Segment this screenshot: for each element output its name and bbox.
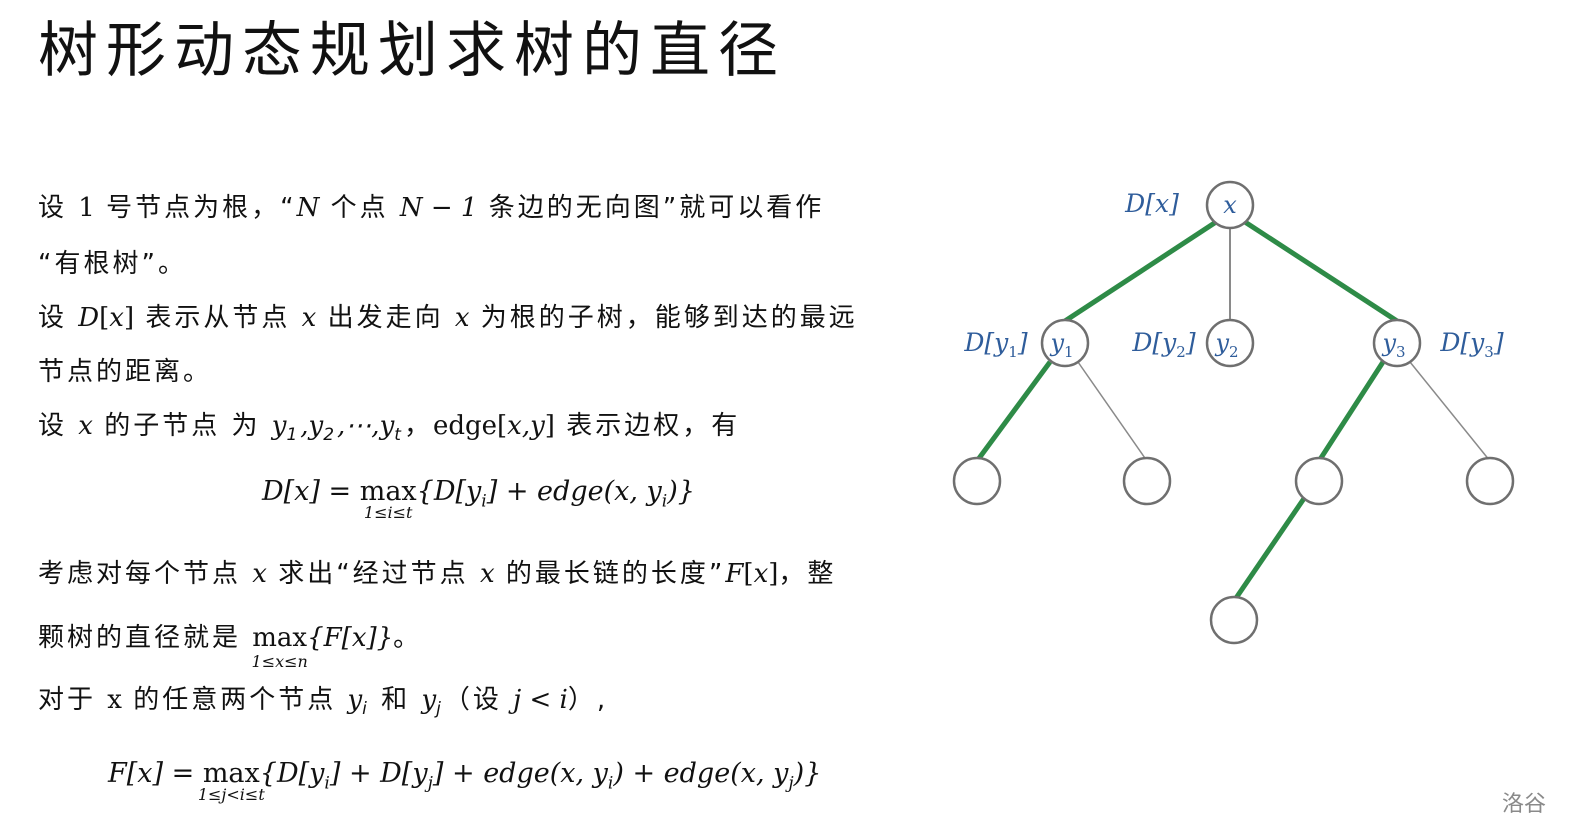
node-leaf-5 — [1209, 595, 1259, 645]
paragraph-children: 设 x 的子节点 为 y1,y2,⋯,yt，edge[x,y] 表示边权，有 — [38, 411, 741, 446]
node-y3-text: y3 — [1381, 329, 1405, 361]
edge-x-y1 — [1063, 219, 1218, 324]
node-leaf-2 — [1122, 456, 1172, 506]
paragraph-root-definition-cont: “有根树”。 — [38, 249, 187, 279]
node-leaf-3 — [1294, 456, 1344, 506]
edge-y1-leaf1 — [974, 360, 1053, 463]
tree-edges — [974, 219, 1491, 603]
node-x — [1205, 180, 1255, 230]
page-title: 树形动态规划求树的直径 — [38, 16, 786, 86]
tree-nodes — [952, 180, 1515, 645]
edge-y1-leaf2 — [1077, 361, 1148, 462]
label-dy2: D[y2] — [1131, 328, 1195, 361]
edge-y3-leaf3 — [1316, 360, 1386, 463]
edge-leaf3-leaf5 — [1231, 495, 1308, 603]
node-y3 — [1372, 318, 1422, 368]
node-y2 — [1205, 318, 1255, 368]
node-y2-text: y2 — [1214, 329, 1238, 361]
node-leaf-1 — [952, 456, 1002, 506]
label-dy3: D[y3] — [1439, 328, 1503, 361]
label-dy1: D[y1] — [963, 328, 1027, 361]
paragraph-d-definition: 设 D[x] 表示从节点 x 出发走向 x 为根的子树，能够到达的最远 — [38, 303, 858, 333]
edge-y3-leaf4 — [1409, 361, 1491, 462]
node-x-text: x — [1223, 191, 1237, 219]
node-leaf-4 — [1465, 456, 1515, 506]
paragraph-two-children: 对于 x 的任意两个节点 yi 和 yj（设 j < i）, — [38, 685, 609, 720]
label-dx: D[x] — [1124, 189, 1179, 218]
paragraph-d-definition-cont: 节点的距离。 — [38, 357, 213, 387]
paragraph-f-definition: 考虑对每个节点 x 求出“经过节点 x 的最长链的长度”F[x]，整 — [38, 559, 837, 589]
paragraph-root-definition: 设 1 号节点为根，“N 个点 N − 1 条边的无向图”就可以看作 — [38, 193, 825, 223]
node-y1-text: y1 — [1049, 329, 1073, 361]
edge-x-y3 — [1243, 219, 1399, 324]
luogu-watermark: 洛谷 — [1501, 792, 1546, 817]
node-y1 — [1040, 318, 1090, 368]
